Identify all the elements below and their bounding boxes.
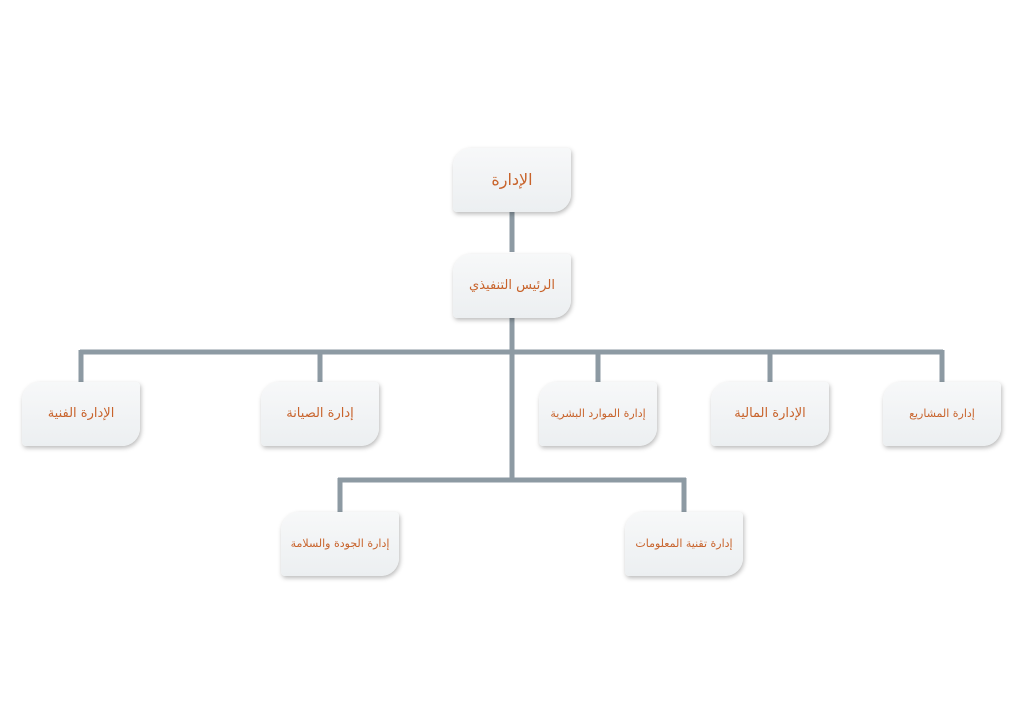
node-hr-department: إدارة الموارد البشرية [539,382,657,446]
node-maintenance-department: إدارة الصيانة [261,382,379,446]
node-projects-department-label: إدارة المشاريع [909,407,975,421]
node-management-label: الإدارة [491,170,533,190]
node-it-department: إدارة تقنية المعلومات [625,512,743,576]
node-management: الإدارة [453,148,571,212]
node-maintenance-department-label: إدارة الصيانة [286,406,354,422]
node-technical-department-label: الإدارة الفنية [47,406,115,422]
node-quality-safety-department-label: إدارة الجودة والسلامة [290,537,390,551]
node-technical-department: الإدارة الفنية [22,382,140,446]
node-it-department-label: إدارة تقنية المعلومات [635,537,733,551]
node-ceo-label: الرئيس التنفيذي [469,278,555,294]
node-quality-safety-department: إدارة الجودة والسلامة [281,512,399,576]
node-finance-department-label: الإدارة المالية [734,406,806,422]
node-hr-department-label: إدارة الموارد البشرية [550,407,646,421]
node-projects-department: إدارة المشاريع [883,382,1001,446]
node-ceo: الرئيس التنفيذي [453,254,571,318]
node-finance-department: الإدارة المالية [711,382,829,446]
